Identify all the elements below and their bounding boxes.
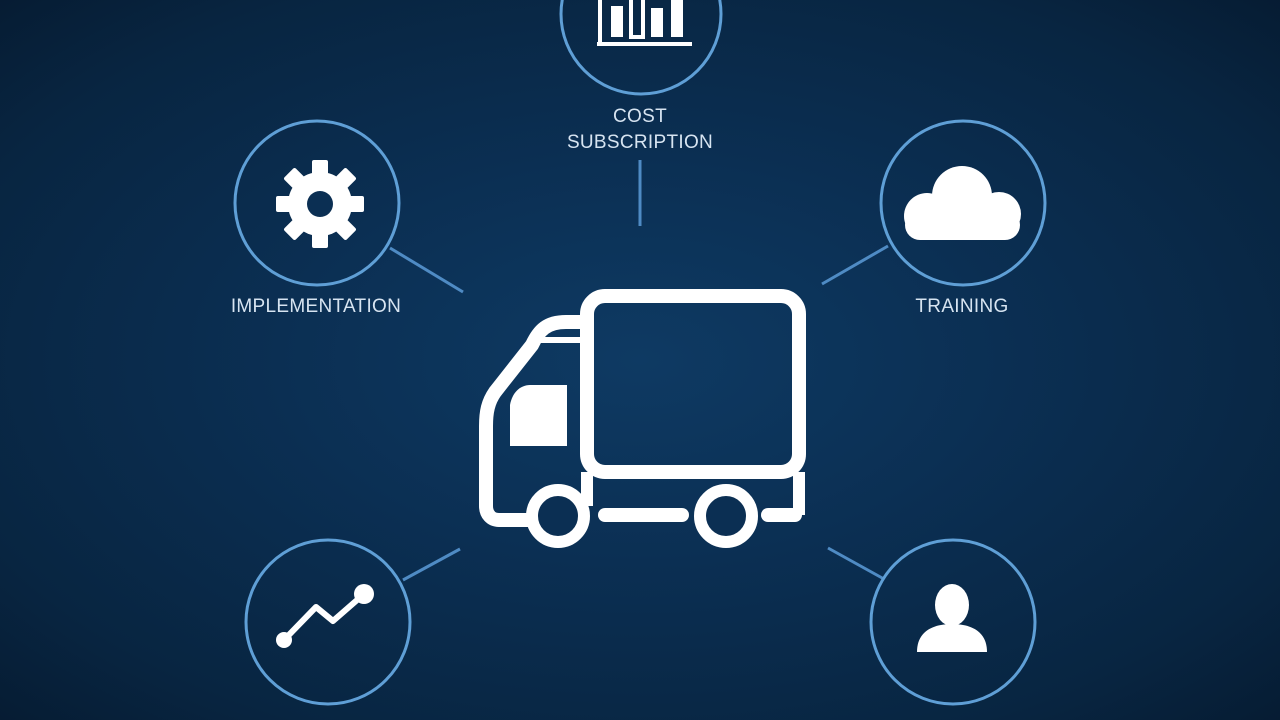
gear-icon	[276, 160, 364, 248]
label-training: TRAINING	[915, 296, 1009, 317]
node-bottom-left	[244, 538, 412, 706]
connector-bottom-left	[402, 547, 461, 582]
node-cost-subscription	[559, 0, 723, 96]
truck-icon	[479, 289, 806, 548]
connector-implementation	[389, 246, 464, 294]
cloud-icon	[904, 166, 1021, 240]
user-icon	[917, 584, 987, 652]
node-bottom-right	[869, 538, 1037, 706]
node-ring	[559, 0, 723, 96]
label-cost-subscription: COST SUBSCRIPTION	[520, 104, 760, 156]
node-ring	[233, 119, 401, 287]
label-implementation: IMPLEMENTATION	[230, 296, 402, 317]
node-ring	[869, 538, 1037, 706]
node-training	[879, 119, 1047, 287]
bar-chart-icon	[597, 0, 692, 46]
label-cost-line1: COST	[613, 106, 667, 127]
connector-bottom-right	[827, 546, 885, 581]
node-implementation	[233, 119, 401, 287]
trend-line-icon	[276, 584, 374, 648]
connector-training	[821, 244, 889, 286]
node-ring	[879, 119, 1047, 287]
label-cost-line2: SUBSCRIPTION	[566, 132, 714, 153]
node-ring	[244, 538, 412, 706]
